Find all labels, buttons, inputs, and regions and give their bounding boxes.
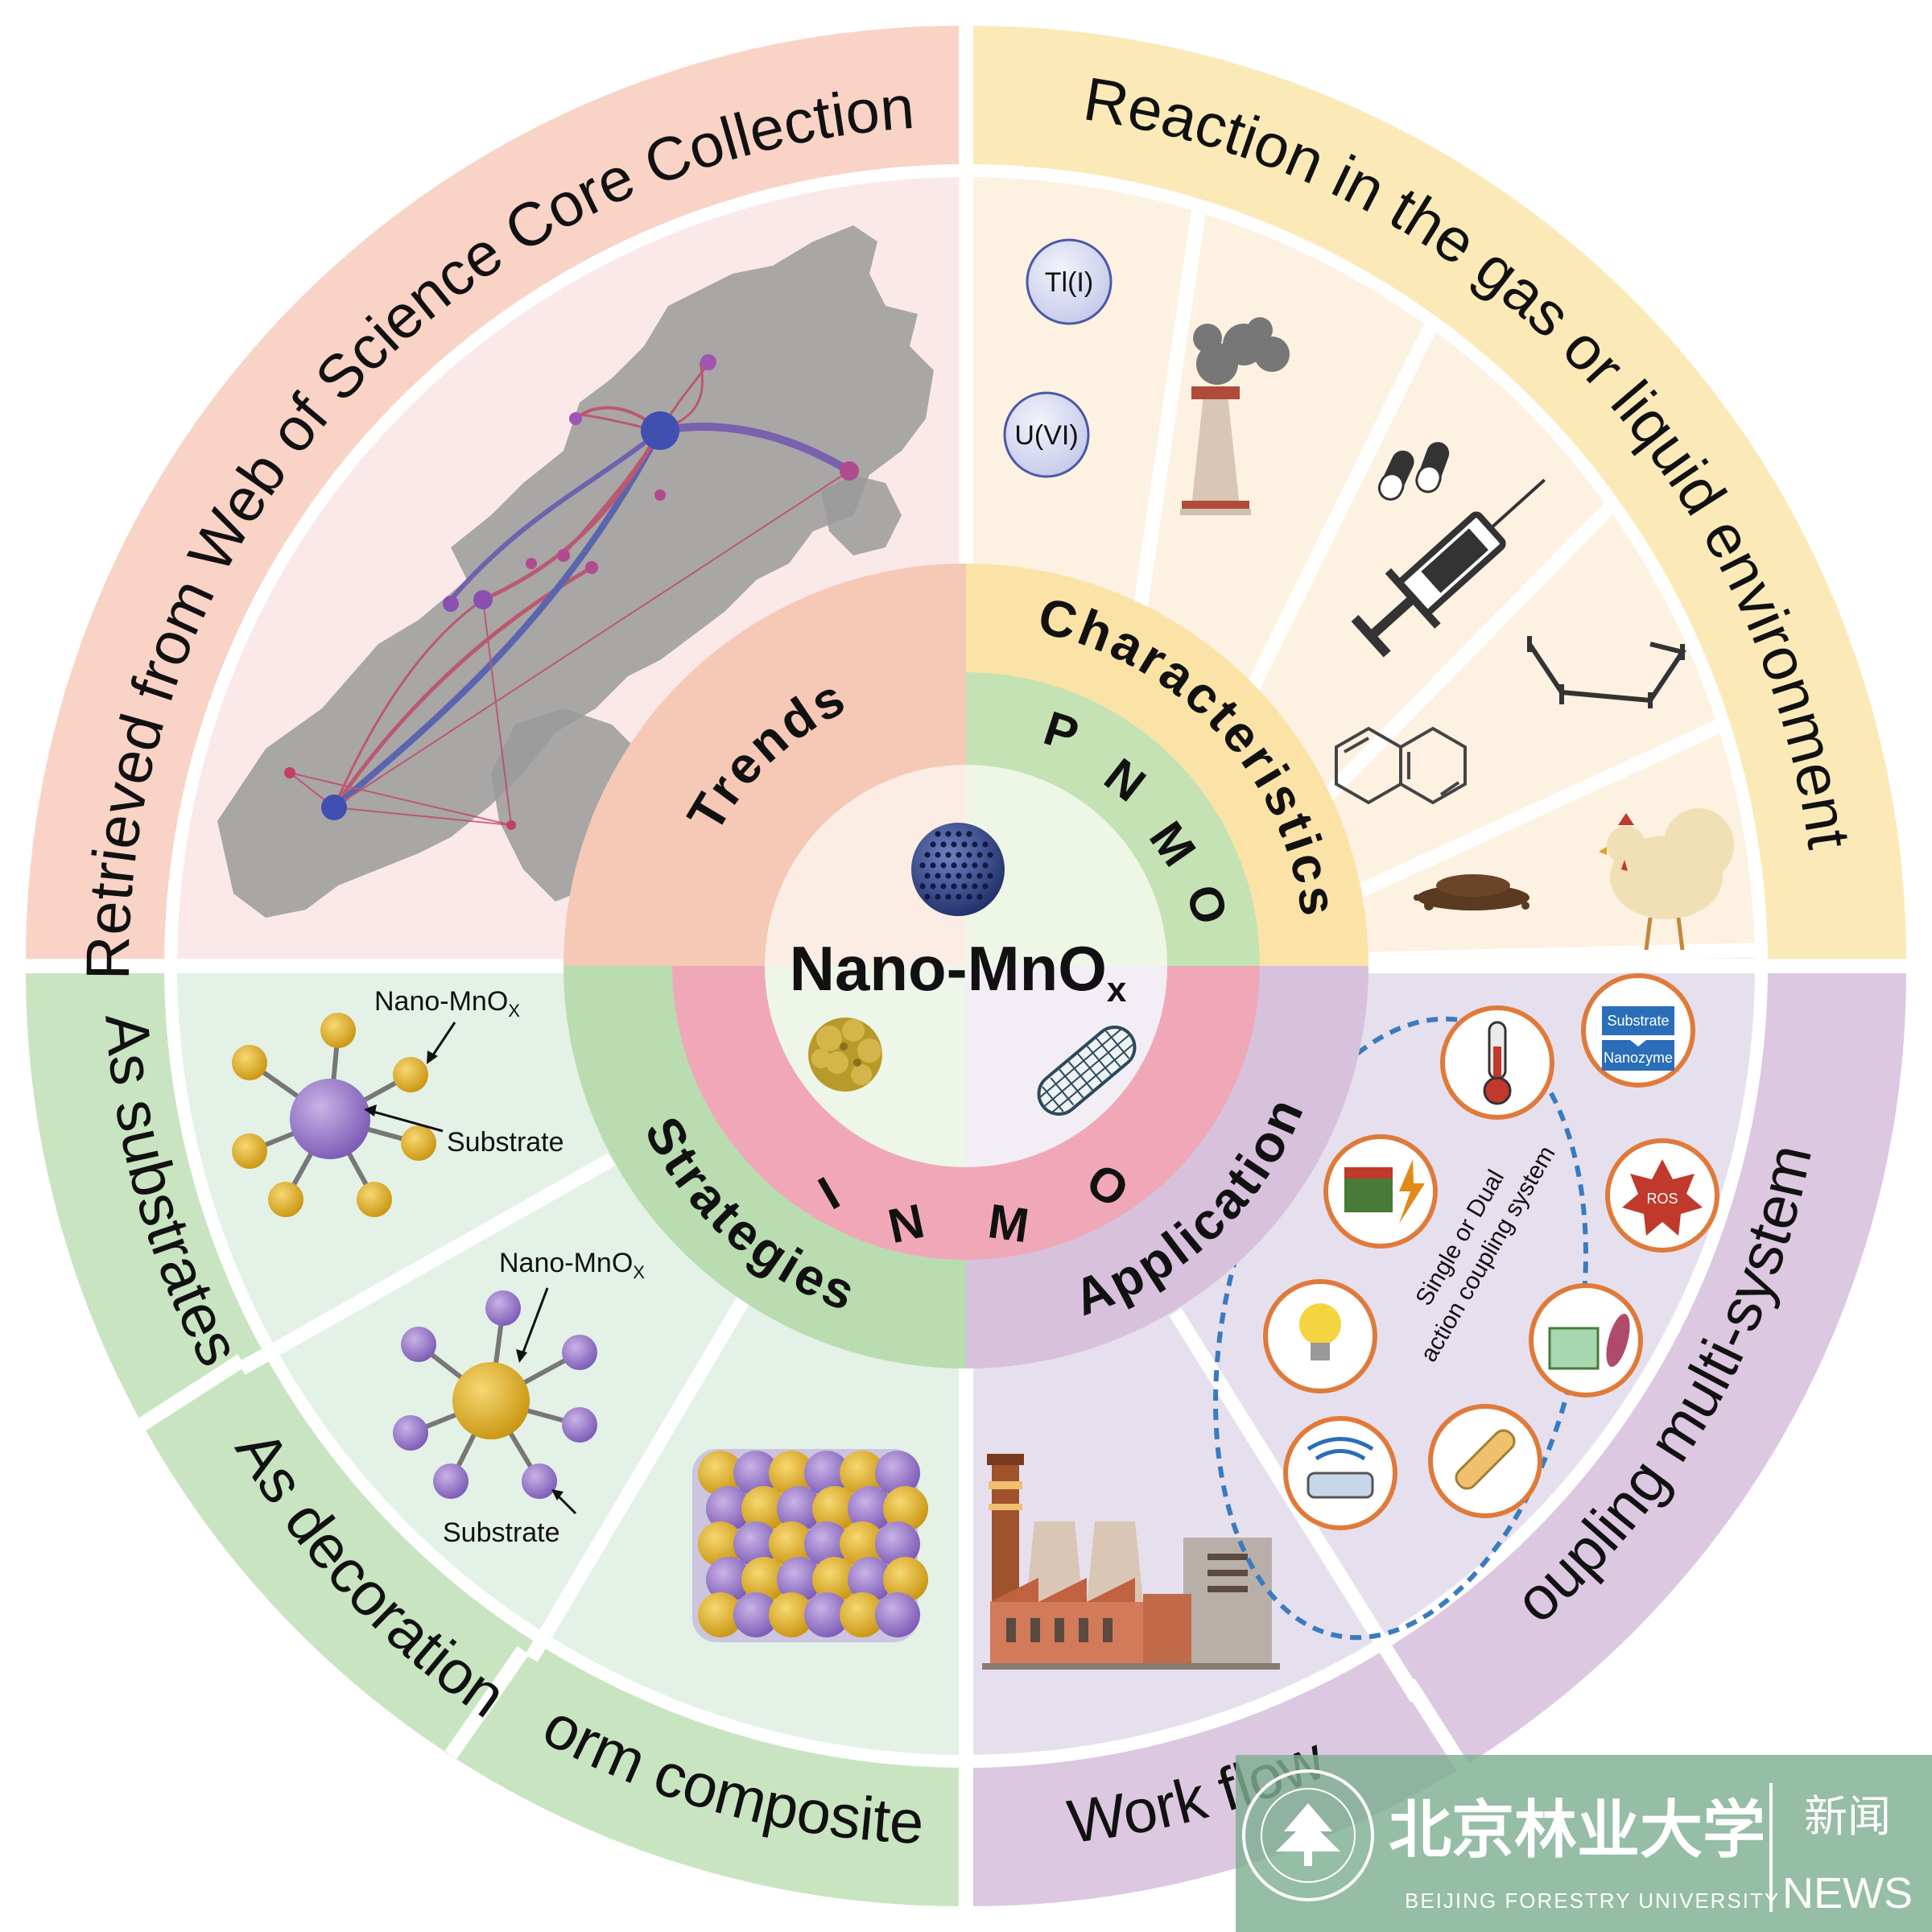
pills-icon: [1377, 442, 1450, 501]
inner-ring: [564, 564, 1368, 1368]
lattice-atom: [804, 1521, 849, 1567]
naphthalene-icon: [1335, 726, 1467, 805]
substrate-box-label: Substrate: [1607, 1013, 1669, 1029]
lattice-atom: [698, 1451, 743, 1496]
bfu-news-watermark: 北京林业大学 BEIJING FORESTRY UNIVERSITY 新闻 NE…: [1236, 1755, 1932, 1932]
coupling-system: Substrate Nanozyme ROS: [1213, 973, 1719, 1641]
ion-u-label: U(VI): [1014, 420, 1078, 451]
nanoparticle-sphere-icon: [911, 823, 1005, 916]
watermark-news-en: NEWS: [1782, 1869, 1913, 1918]
substrates-nano-label: Nano-MnOX: [374, 986, 520, 1021]
ion-tl: Tl(I): [1026, 238, 1113, 325]
lattice-atom: [706, 1557, 751, 1602]
light-bulb-icon: [1263, 1279, 1377, 1393]
lattice-atom: [875, 1451, 920, 1496]
cyclohexane-chair-icon: [1527, 636, 1686, 708]
ros-icon: ROS: [1605, 1138, 1719, 1253]
lattice-atom: [733, 1451, 778, 1496]
lattice-atom: [812, 1486, 857, 1531]
lattice-atom: [777, 1557, 822, 1602]
lattice-atom: [883, 1557, 928, 1602]
coral-nanostructure-icon: [808, 1018, 882, 1092]
ultrasound-icon: [1283, 1416, 1397, 1530]
substrate-molecule-1: Nano-MnOX Substrate: [232, 986, 564, 1217]
lattice-atom: [875, 1592, 920, 1637]
lattice-atom: [840, 1521, 885, 1567]
world-map-landmass: [217, 225, 934, 918]
lattice-atom: [733, 1592, 778, 1637]
watermark-chinese-name: 北京林业大学: [1389, 1794, 1765, 1867]
light-tube-icon: [1428, 1404, 1542, 1518]
watermark-english-name: BEIJING FORESTRY UNIVERSITY: [1405, 1889, 1780, 1913]
world-map-landmass-3: [821, 475, 902, 555]
factory-chimney-icon: [1180, 317, 1290, 515]
lattice-atom: [848, 1557, 893, 1602]
lattice-atom: [741, 1486, 786, 1531]
lattice-atom: [840, 1451, 885, 1496]
center-title: Nano-MnOx: [790, 933, 1127, 1009]
world-map-network: [217, 225, 934, 918]
decoration-nano-label: Nano-MnOX: [499, 1248, 645, 1282]
lattice-atom: [769, 1521, 814, 1567]
bfu-seal-icon: [1242, 1769, 1374, 1901]
nanotube-icon: [1037, 1026, 1137, 1116]
watermark-news-cn: 新闻: [1804, 1793, 1891, 1841]
lattice-atom: [804, 1451, 849, 1496]
inmo-letter-m: M: [985, 1194, 1032, 1253]
decoration-molecule: Nano-MnOX Substrate: [393, 1248, 645, 1548]
lattice-atom: [848, 1486, 893, 1531]
ion-tl-label: Tl(I): [1045, 267, 1093, 298]
chicken-icon: [1599, 808, 1734, 951]
syringe-icon: [1351, 478, 1546, 658]
battery-electric-icon: [1323, 1134, 1438, 1249]
lattice-atom: [840, 1592, 885, 1637]
substrates-substrate-label: Substrate: [447, 1127, 564, 1158]
lattice-atom: [769, 1451, 814, 1496]
lattice-atom: [698, 1592, 743, 1637]
nanozyme-box-label: Nanozyme: [1604, 1050, 1673, 1066]
ros-label: ROS: [1646, 1191, 1678, 1207]
composite-lattice: [692, 1449, 928, 1642]
center-quadrant-tr: [966, 765, 1167, 966]
decoration-substrate-label: Substrate: [443, 1517, 560, 1548]
factory-icon: [982, 1454, 1280, 1670]
lattice-atom: [769, 1592, 814, 1637]
lattice-atom: [875, 1521, 920, 1567]
thermometer-icon: [1440, 1005, 1554, 1120]
center-quadrant-tl: [765, 765, 966, 966]
lattice-atom: [698, 1521, 743, 1567]
lattice-atom: [812, 1557, 857, 1602]
soil-icon: [1414, 874, 1530, 910]
lattice-atom: [777, 1486, 822, 1531]
electrochemical-bacteria-icon: [1529, 1283, 1643, 1397]
ion-u: U(VI): [1003, 391, 1090, 478]
lattice-atom: [804, 1592, 849, 1637]
lattice-atom: [741, 1557, 786, 1602]
lattice-atom: [706, 1486, 751, 1531]
lattice-atom: [883, 1486, 928, 1531]
lattice-atom: [733, 1521, 778, 1567]
nanozyme-icon: Substrate Nanozyme: [1581, 973, 1695, 1088]
